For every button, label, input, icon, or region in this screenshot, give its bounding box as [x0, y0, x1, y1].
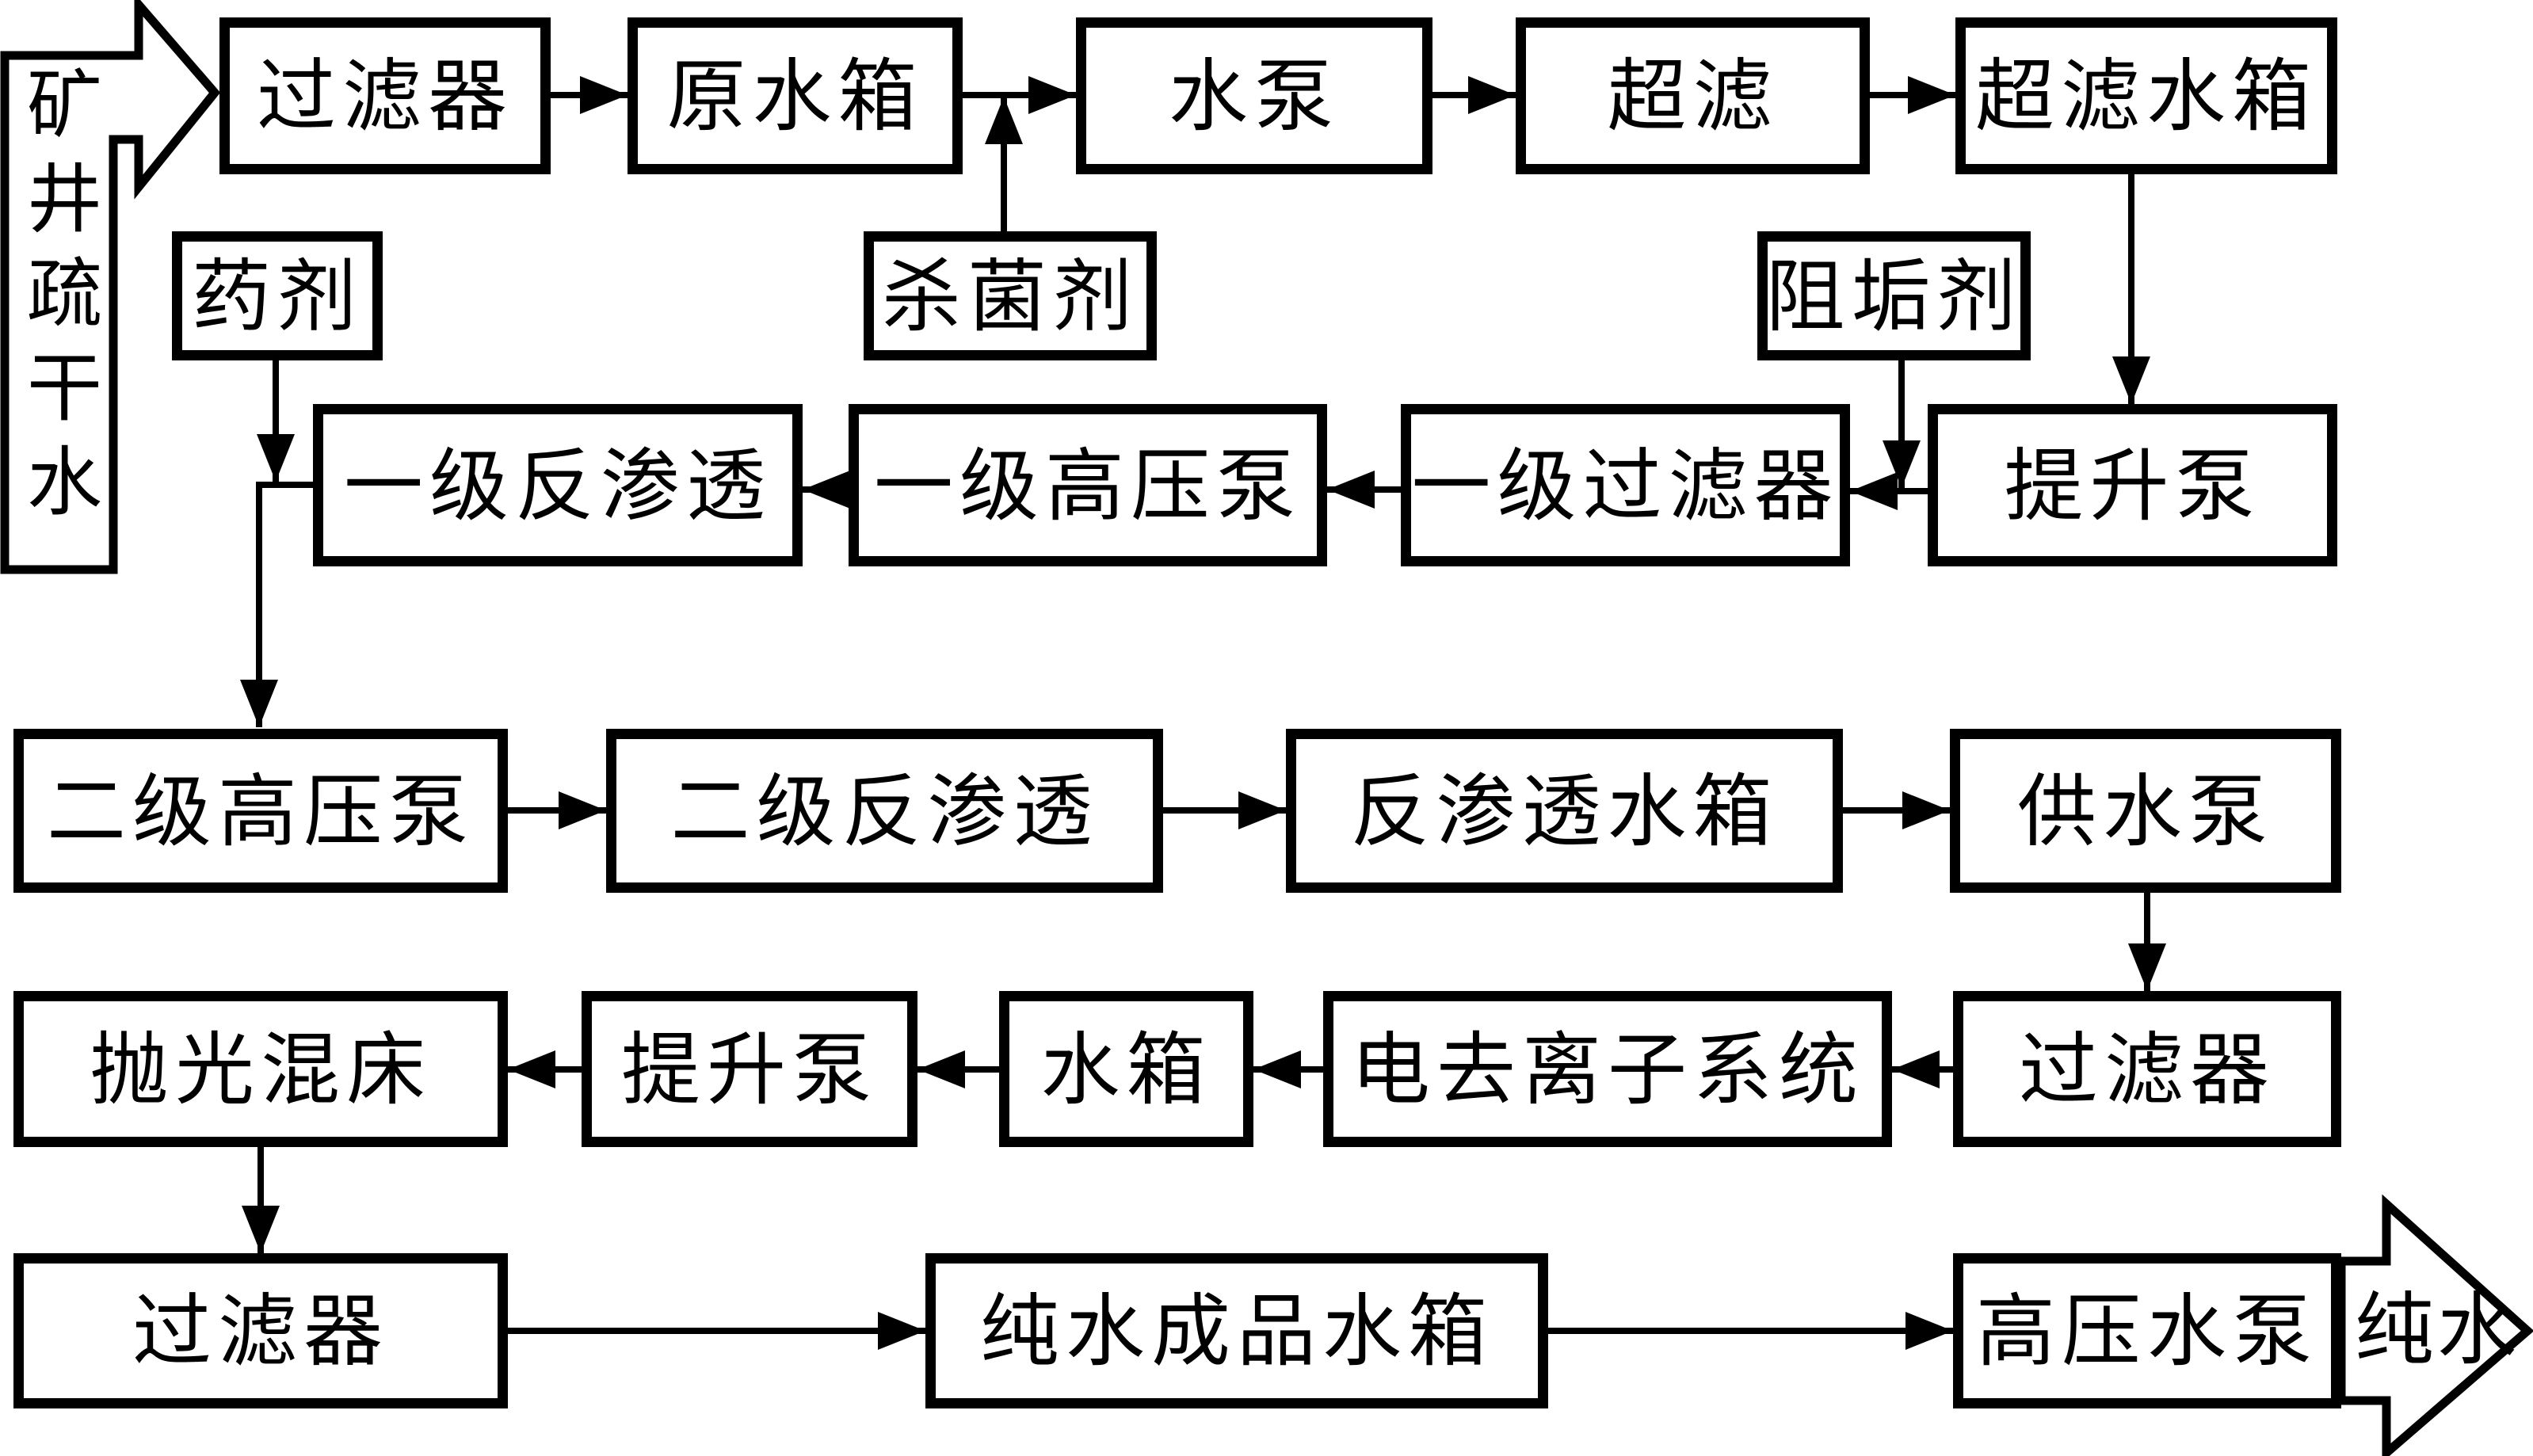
node-water-pump-label: 水泵	[1169, 53, 1340, 141]
node-ro-stage1-label: 一级反渗透	[344, 442, 772, 531]
node-polishing-mixed-bed: 抛光混床	[13, 991, 508, 1147]
node-uf-water-tank: 超滤水箱	[1955, 17, 2337, 174]
node-edi-system: 电去离子系统	[1323, 991, 1892, 1147]
source-block-arrow	[0, 0, 221, 574]
node-ro-water-tank: 反渗透水箱	[1286, 729, 1843, 893]
node-supply-pump: 供水泵	[1950, 729, 2341, 893]
node-filter-final: 过滤器	[13, 1253, 508, 1408]
node-raw-water-tank: 原水箱	[628, 17, 963, 174]
node-hp-water-pump-label: 高压水泵	[1976, 1288, 2318, 1376]
node-water-tank: 水箱	[999, 991, 1253, 1147]
node-lift-pump-upper: 提升泵	[1928, 404, 2337, 566]
node-filter-mid: 过滤器	[1953, 991, 2341, 1147]
node-polishing-mixed-bed-label: 抛光混床	[90, 1026, 432, 1115]
node-hp-pump-stage2-label: 二级高压泵	[47, 768, 475, 856]
node-lift-pump-lower: 提升泵	[582, 991, 917, 1147]
node-water-pump: 水泵	[1076, 17, 1432, 174]
node-ro-stage2-label: 二级反渗透	[670, 768, 1099, 856]
node-ro-stage2: 二级反渗透	[606, 729, 1163, 893]
node-ultrafiltration-label: 超滤	[1607, 53, 1779, 141]
node-filter-stage1-label: 一级过滤器	[1411, 442, 1840, 531]
node-filter-mid-label: 过滤器	[2019, 1026, 2276, 1115]
node-bactericide: 杀菌剂	[864, 231, 1157, 360]
node-edi-system-label: 电去离子系统	[1351, 1026, 1864, 1115]
pure-water-block-arrow	[2337, 1194, 2533, 1456]
node-product-water-tank: 纯水成品水箱	[925, 1253, 1548, 1408]
node-raw-water-tank-label: 原水箱	[666, 53, 924, 141]
node-filter-stage1: 一级过滤器	[1401, 404, 1850, 566]
source-label: 矿井疏干水	[16, 65, 100, 536]
node-hp-pump-stage1: 一级高压泵	[849, 404, 1327, 566]
node-chemical-agent-label: 药剂	[192, 253, 363, 341]
node-product-water-tank-label: 纯水成品水箱	[980, 1288, 1493, 1376]
node-water-tank-label: 水箱	[1040, 1026, 1212, 1115]
node-hp-water-pump: 高压水泵	[1953, 1253, 2341, 1408]
node-ro-stage1: 一级反渗透	[313, 404, 803, 566]
pure-water-label: 纯水	[2355, 1286, 2520, 1374]
node-hp-pump-stage2: 二级高压泵	[13, 729, 508, 893]
node-antiscalant: 阻垢剂	[1757, 231, 2031, 360]
arrow-ro1-to-hp-pump2	[240, 482, 317, 727]
node-bactericide-label: 杀菌剂	[882, 253, 1139, 341]
node-filter-pre-label: 过滤器	[257, 53, 513, 141]
node-filter-final-label: 过滤器	[132, 1288, 389, 1376]
node-filter-pre: 过滤器	[219, 17, 551, 174]
node-uf-water-tank-label: 超滤水箱	[1975, 53, 2317, 141]
node-lift-pump-upper-label: 提升泵	[2004, 442, 2261, 531]
node-antiscalant-label: 阻垢剂	[1765, 253, 2023, 341]
node-hp-pump-stage1-label: 一级高压泵	[874, 442, 1302, 531]
node-ultrafiltration: 超滤	[1516, 17, 1870, 174]
node-ro-water-tank-label: 反渗透水箱	[1350, 768, 1779, 856]
node-lift-pump-lower-label: 提升泵	[621, 1026, 878, 1115]
node-supply-pump-label: 供水泵	[2017, 768, 2274, 856]
node-chemical-agent: 药剂	[172, 231, 383, 360]
